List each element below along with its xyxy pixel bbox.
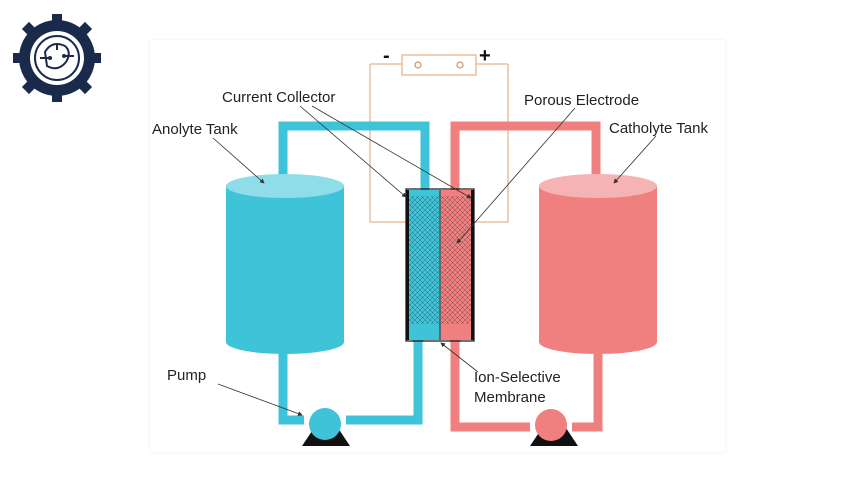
membrane-label-line2: Membrane bbox=[474, 389, 546, 406]
anolyte-pump bbox=[302, 408, 350, 446]
current-collector-left bbox=[406, 190, 409, 340]
catholyte-pipes bbox=[450, 121, 603, 432]
load-box bbox=[401, 54, 477, 76]
anolyte-tank bbox=[226, 174, 344, 354]
current-collector-label: Current Collector bbox=[222, 89, 335, 106]
anolyte-tank-label: Anolyte Tank bbox=[152, 121, 238, 138]
anolyte-pipes bbox=[278, 121, 430, 425]
porous-electrode-label: Porous Electrode bbox=[524, 92, 639, 109]
leader-lines bbox=[212, 105, 657, 416]
catholyte-tank bbox=[539, 174, 657, 354]
plus-sign: + bbox=[479, 45, 491, 67]
gear-circuit-logo-icon bbox=[13, 14, 101, 102]
catholyte-tank-label: Catholyte Tank bbox=[609, 120, 708, 137]
electrochemical-cell bbox=[405, 188, 475, 342]
minus-sign: - bbox=[383, 45, 390, 67]
membrane-label-line1: Ion-Selective bbox=[474, 369, 561, 386]
external-circuit bbox=[369, 54, 509, 223]
ion-selective-membrane bbox=[439, 190, 441, 340]
pump-label: Pump bbox=[167, 367, 206, 384]
current-collector-right bbox=[471, 190, 474, 340]
catholyte-pump bbox=[530, 409, 578, 446]
